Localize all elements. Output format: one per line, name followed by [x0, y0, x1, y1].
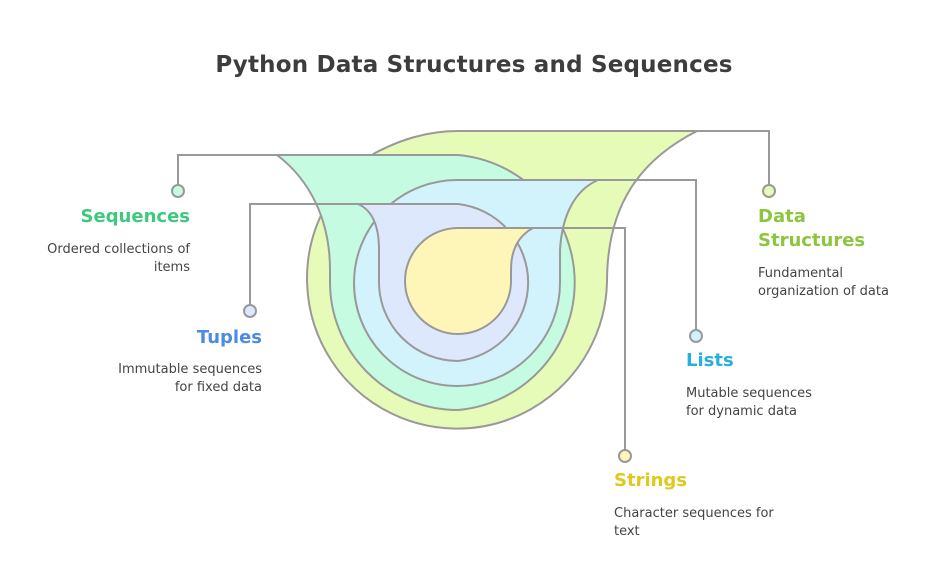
description-line: Mutable sequences	[686, 386, 812, 401]
connector-strings	[533, 227, 626, 451]
connector-tuples	[249, 203, 358, 306]
description-line: Fundamental	[758, 266, 844, 281]
label-strings: Strings	[614, 470, 688, 491]
dot-sequences	[171, 184, 185, 198]
description-line: organization of data	[758, 284, 889, 299]
description-line: Character sequences for	[614, 506, 774, 521]
description-lists: Mutable sequences for dynamic data	[686, 385, 812, 421]
connector-lists	[598, 179, 697, 331]
description-strings: Character sequences for text	[614, 505, 774, 541]
description-line: items	[153, 260, 190, 275]
description-tuples: Immutable sequences for fixed data	[80, 361, 262, 397]
dot-tuples	[243, 304, 257, 318]
dot-strings	[618, 449, 632, 463]
label-line: Structures	[758, 230, 866, 251]
label-lists: Lists	[686, 350, 734, 371]
shape-strings	[404, 227, 534, 335]
description-line: for fixed data	[174, 380, 262, 395]
connector-sequences	[177, 154, 277, 186]
label-line: Data	[758, 206, 806, 227]
description-line: text	[614, 524, 640, 539]
connector-data-structures	[697, 130, 770, 186]
label-sequences: Sequences	[80, 206, 191, 227]
description-sequences: Ordered collections of items	[20, 241, 190, 277]
dot-lists	[689, 329, 703, 343]
description-line: for dynamic data	[686, 404, 797, 419]
description-data-structures: Fundamental organization of data	[758, 265, 889, 301]
label-data-structures: Data Structures	[758, 205, 865, 253]
dot-data-structures	[762, 184, 776, 198]
description-line: Immutable sequences	[118, 362, 262, 377]
label-tuples: Tuples	[196, 327, 262, 348]
description-line: Ordered collections of	[47, 242, 190, 257]
diagram-title: Python Data Structures and Sequences	[215, 52, 733, 78]
